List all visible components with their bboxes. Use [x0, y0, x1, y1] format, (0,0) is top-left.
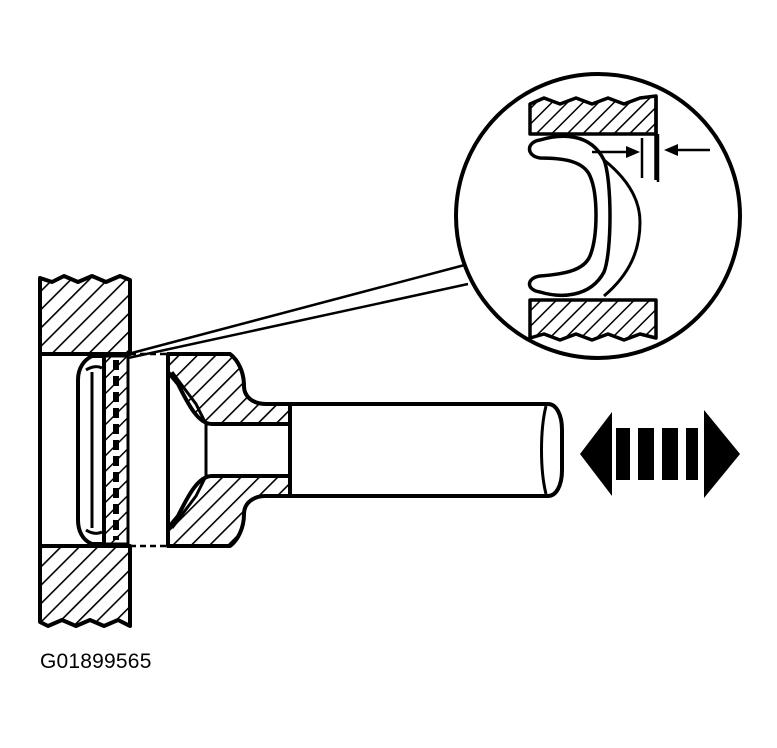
- housing-upper: [38, 274, 132, 356]
- figure-code: G01899565: [40, 650, 152, 673]
- shaft-cone: [170, 371, 208, 529]
- arrow-head-left: [580, 412, 612, 496]
- stepped-shaft: [166, 352, 564, 548]
- arrow-head-right: [704, 410, 740, 498]
- shaft-body: [290, 402, 564, 498]
- clearance-arrow-right-head: [664, 144, 678, 156]
- detail-housing-bottom: [528, 298, 658, 342]
- clearance-arrows: [592, 134, 710, 182]
- double-arrow-icon: [580, 410, 740, 498]
- leader-line-lower: [127, 282, 469, 360]
- bearing-inner-lip: [85, 365, 103, 535]
- detail-snap-ring: [527, 134, 612, 298]
- arrow-dash-3: [662, 428, 678, 480]
- shaft-chamfer: [540, 405, 548, 495]
- arrow-dash-1: [616, 428, 630, 480]
- bearing-ring: [76, 354, 130, 546]
- arrow-dash-2: [638, 428, 654, 480]
- housing-lower: [38, 544, 132, 628]
- leader-line-upper: [127, 260, 477, 356]
- detail-ring-edge: [603, 158, 642, 298]
- housing-wall: [38, 274, 132, 628]
- detail-housing-top: [528, 94, 658, 136]
- detail-magnifier-circle: [127, 72, 742, 360]
- clearance-arrow-left-head: [626, 146, 640, 158]
- arrow-dash-4: [686, 428, 698, 480]
